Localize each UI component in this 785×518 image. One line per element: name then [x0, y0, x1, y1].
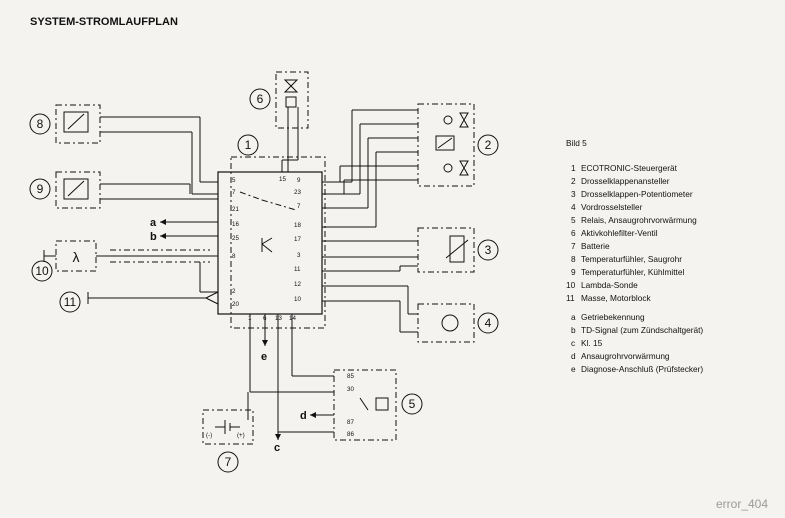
ecu-pin: 7 [297, 203, 301, 210]
ecu-pin: 16 [232, 221, 239, 228]
svg-text:3: 3 [485, 243, 492, 257]
relay-pin: 30 [347, 386, 354, 393]
svg-text:6: 6 [257, 92, 264, 106]
ecu-pin: 23 [294, 189, 301, 196]
component-6-label: 6 [249, 88, 271, 110]
battery-minus: (-) [206, 432, 212, 439]
svg-text:2: 2 [485, 138, 492, 152]
page-title: SYSTEM-STROMLAUFPLAN [30, 16, 178, 28]
ecu-label: 1 [237, 134, 259, 156]
ecu-pin: 7 [232, 189, 236, 196]
relay-pin: 86 [347, 431, 354, 438]
svg-text:7: 7 [225, 455, 232, 469]
svg-text:1: 1 [245, 138, 252, 152]
lambda-symbol: λ [73, 249, 80, 265]
svg-text:9: 9 [37, 182, 44, 196]
battery-plus: (+) [237, 432, 245, 439]
ecu-pin: 12 [294, 281, 301, 288]
svg-text:4: 4 [485, 316, 492, 330]
ecu-pin: 11 [294, 266, 301, 273]
ecu-pin-top: 15 [279, 176, 286, 183]
svg-text:a: a [150, 217, 157, 229]
component-10-label: 10 [31, 260, 53, 282]
svg-text:11: 11 [64, 295, 77, 309]
ecu-left-pins: 5 7 21 16 25 8 2 20 [232, 177, 239, 308]
component-9-label: 9 [29, 178, 51, 200]
ecu-pin: 2 [232, 288, 236, 295]
signal-e-diagnostic: e [261, 314, 268, 363]
ecu-pin: 13 [275, 315, 282, 322]
component-6-canister-valve [275, 71, 309, 172]
signal-b-td-signal: b [150, 231, 218, 243]
svg-text:10: 10 [35, 264, 49, 278]
svg-text:b: b [150, 231, 157, 243]
svg-text:5: 5 [409, 397, 416, 411]
ecu-pin: 3 [297, 252, 301, 259]
ecu-pin: 10 [294, 296, 301, 303]
svg-text:bTD-Signal (zum Zündschaltgerä: bTD-Signal (zum Zündschaltgerät) [571, 325, 703, 335]
ecu-pin: 8 [232, 253, 236, 260]
component-3-label: 3 [477, 239, 499, 261]
figure-label: Bild 5 [566, 138, 587, 148]
svg-text:8: 8 [37, 117, 44, 131]
relay-pin: 87 [347, 419, 354, 426]
component-9-coolant-temp-sensor [55, 171, 218, 209]
ecu-pin: 21 [232, 206, 239, 213]
ecu-pin: 9 [297, 177, 301, 184]
ecu-pin: 17 [294, 236, 301, 243]
component-3-throttle-potentiometer [322, 227, 475, 273]
signal-a-transmission-id: a [150, 217, 218, 229]
watermark: error_404 [716, 497, 768, 511]
component-5-label: 5 [401, 393, 423, 415]
component-11-engine-ground [87, 291, 219, 305]
component-2-throttle-actuator [322, 103, 475, 228]
ecu-pin: 14 [289, 315, 296, 322]
component-2-label: 2 [477, 134, 499, 156]
component-8-intake-temp-sensor [55, 104, 218, 195]
signal-c-terminal-15: c [274, 432, 281, 454]
ecu-pin: 20 [232, 301, 239, 308]
svg-text:e: e [261, 351, 267, 363]
component-7-label: 7 [217, 451, 239, 473]
relay-pins: 85 30 87 86 [347, 373, 354, 438]
svg-text:cKl. 15: cKl. 15 [571, 338, 603, 348]
component-10-lambda-probe: λ [43, 240, 218, 293]
ecu-pin: 25 [232, 235, 239, 242]
component-7-battery: (-) (+) [202, 392, 254, 445]
component-4-pre-throttle-actuator [322, 285, 475, 343]
ecu-right-pins: 9 23 7 18 17 3 11 12 10 [294, 177, 301, 303]
svg-text:c: c [274, 442, 280, 454]
ecu-pin: 18 [294, 222, 301, 229]
relay-pin: 85 [347, 373, 354, 380]
ecu-pin: 5 [232, 177, 236, 184]
component-8-label: 8 [29, 113, 51, 135]
signal-d-label: d [300, 410, 307, 422]
component-4-label: 4 [477, 312, 499, 334]
component-11-label: 11 [59, 291, 81, 313]
component-5-preheat-relay: 85 30 87 86 [249, 314, 397, 441]
ecu-bottom-pins: 1 6 13 14 [248, 315, 296, 322]
